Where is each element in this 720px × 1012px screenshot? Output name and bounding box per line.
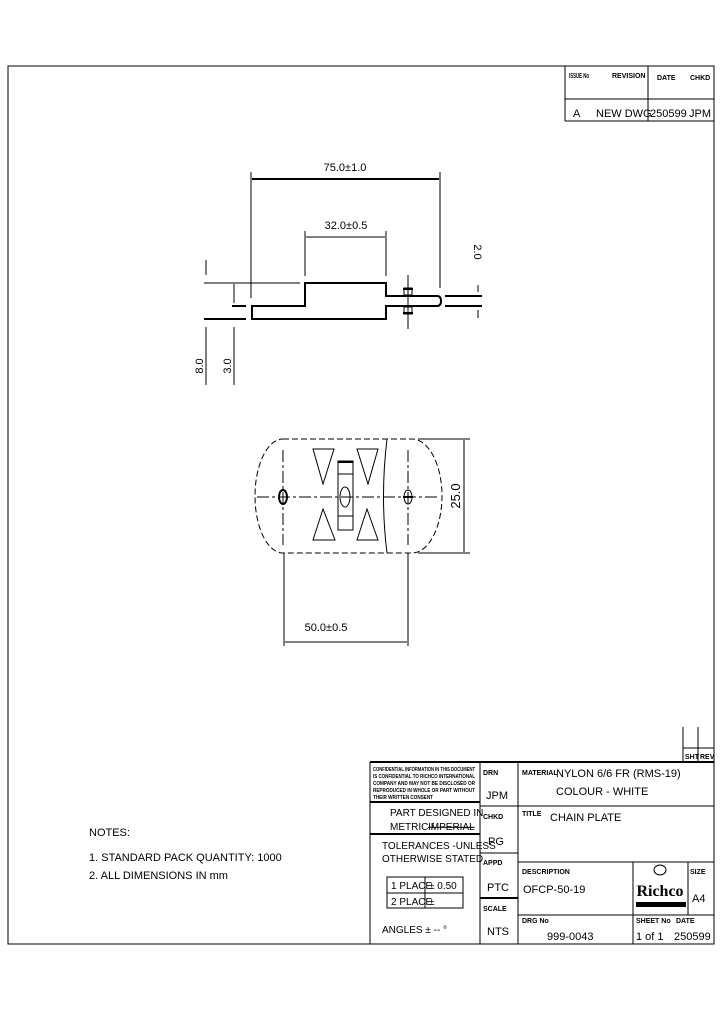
chkd-value: JPM: [689, 108, 711, 120]
size-value: A4: [692, 893, 705, 905]
tol-row-value: ± 0.50: [429, 881, 457, 892]
tol-row-value: ±: [429, 897, 435, 908]
notes-heading: NOTES:: [89, 827, 130, 839]
dim-hole-pitch: 50.0±0.5: [305, 622, 348, 634]
plan-view: 25.0 50.0±0.5: [254, 438, 470, 646]
richco-logo: Richco: [636, 864, 686, 907]
drawing-frame: [7, 65, 715, 945]
part-profile: [251, 282, 443, 320]
triangle-bottom-left: [312, 507, 336, 541]
size-label: SIZE: [690, 869, 706, 876]
chkd-value: PG: [488, 836, 504, 848]
tol-row-label: 2 PLACE: [391, 897, 432, 908]
colour-value: COLOUR - WHITE: [556, 786, 648, 798]
sheet-value: 1 of 1: [636, 931, 664, 943]
title-block: SHT REV CONFIDENTIAL INFORMATION IN THIS…: [369, 727, 715, 944]
copyright-line: CONFIDENTIAL INFORMATION IN THIS DOCUMEN…: [373, 767, 475, 773]
revision-header: REVISION: [612, 73, 645, 80]
logo-text: Richco: [636, 883, 683, 900]
copyright-line: COMPANY AND MAY NOT BE DISCLOSED OR: [373, 781, 475, 787]
drn-label: DRN: [483, 770, 498, 777]
scale-label: SCALE: [483, 906, 507, 913]
part-outline: [254, 438, 443, 554]
dim-overall-height: 8.0: [194, 358, 206, 373]
drn-value: JPM: [486, 790, 508, 802]
dim-thin-thickness: 2.0: [471, 244, 483, 259]
tolerances-label: TOLERANCES -UNLESS: [382, 841, 496, 852]
copyright-line: THEIR WRITTEN CONSENT: [373, 795, 433, 801]
appd-value: PTC: [487, 882, 509, 894]
triangle-bottom-right: [356, 507, 379, 541]
appd-label: APPD: [483, 860, 502, 867]
angles-label: ANGLES ± -- °: [382, 925, 447, 936]
copyright-line: REPRODUCED IN WHOLE OR PART WITHOUT: [373, 788, 475, 794]
part-designed-label: PART DESIGNED IN: [390, 808, 483, 819]
dim-overall-length: 75.0±1.0: [324, 162, 367, 174]
rev-label: REV: [700, 754, 715, 761]
chkd-header: CHKD: [690, 75, 710, 82]
description-value: OFCP-50-19: [523, 884, 585, 896]
dim-thick-step: 3.0: [222, 358, 234, 373]
description-label: DESCRIPTION: [522, 869, 570, 876]
date-label: DATE: [676, 918, 695, 925]
imperial-label: IMPERIAL: [428, 822, 475, 833]
dim-width: 25.0: [448, 483, 463, 508]
revision-block: ISSUE No REVISION DATE CHKD A NEW DWG 25…: [564, 66, 714, 122]
revision-value: NEW DWG: [596, 108, 652, 120]
chkd-label: CHKD: [483, 814, 503, 821]
sht-label: SHT: [685, 754, 700, 761]
date-header: DATE: [657, 75, 676, 82]
tolerances-label-2: OTHERWISE STATED: [382, 854, 483, 865]
dim-step-length: 32.0±0.5: [325, 220, 368, 232]
note-2: 2. ALL DIMENSIONS IN mm: [89, 870, 228, 882]
triangle-top-left: [312, 448, 335, 486]
copyright-notice: CONFIDENTIAL INFORMATION IN THIS DOCUMEN…: [373, 767, 475, 801]
triangle-top-right: [356, 448, 379, 486]
scale-value: NTS: [487, 926, 509, 938]
metric-label: METRIC /: [390, 822, 434, 833]
copyright-line: IS CONFIDENTIAL TO RICHCO INTERNATIONAL: [373, 774, 475, 780]
title-label: TITLE: [522, 811, 542, 818]
notes: NOTES: 1. STANDARD PACK QUANTITY: 1000 2…: [89, 827, 282, 882]
drg-number: 999-0043: [547, 931, 594, 943]
date-value: 250599: [674, 931, 711, 943]
drawing-title: CHAIN PLATE: [550, 812, 621, 824]
drg-label: DRG No: [522, 918, 549, 925]
side-view: 75.0±1.0 32.0±0.5 8.0 3.0 2.0: [194, 162, 483, 385]
material-label: MATERIAL: [522, 770, 558, 777]
left-hole: [278, 489, 288, 505]
date-value: 250599: [650, 108, 687, 120]
note-1: 1. STANDARD PACK QUANTITY: 1000: [89, 852, 282, 864]
issue-header: ISSUE No: [569, 73, 589, 80]
issue-value: A: [573, 108, 581, 120]
sheet-label: SHEET No: [636, 918, 671, 925]
material-value: NYLON 6/6 FR (RMS-19): [556, 768, 681, 780]
tol-row-label: 1 PLACE: [391, 881, 432, 892]
